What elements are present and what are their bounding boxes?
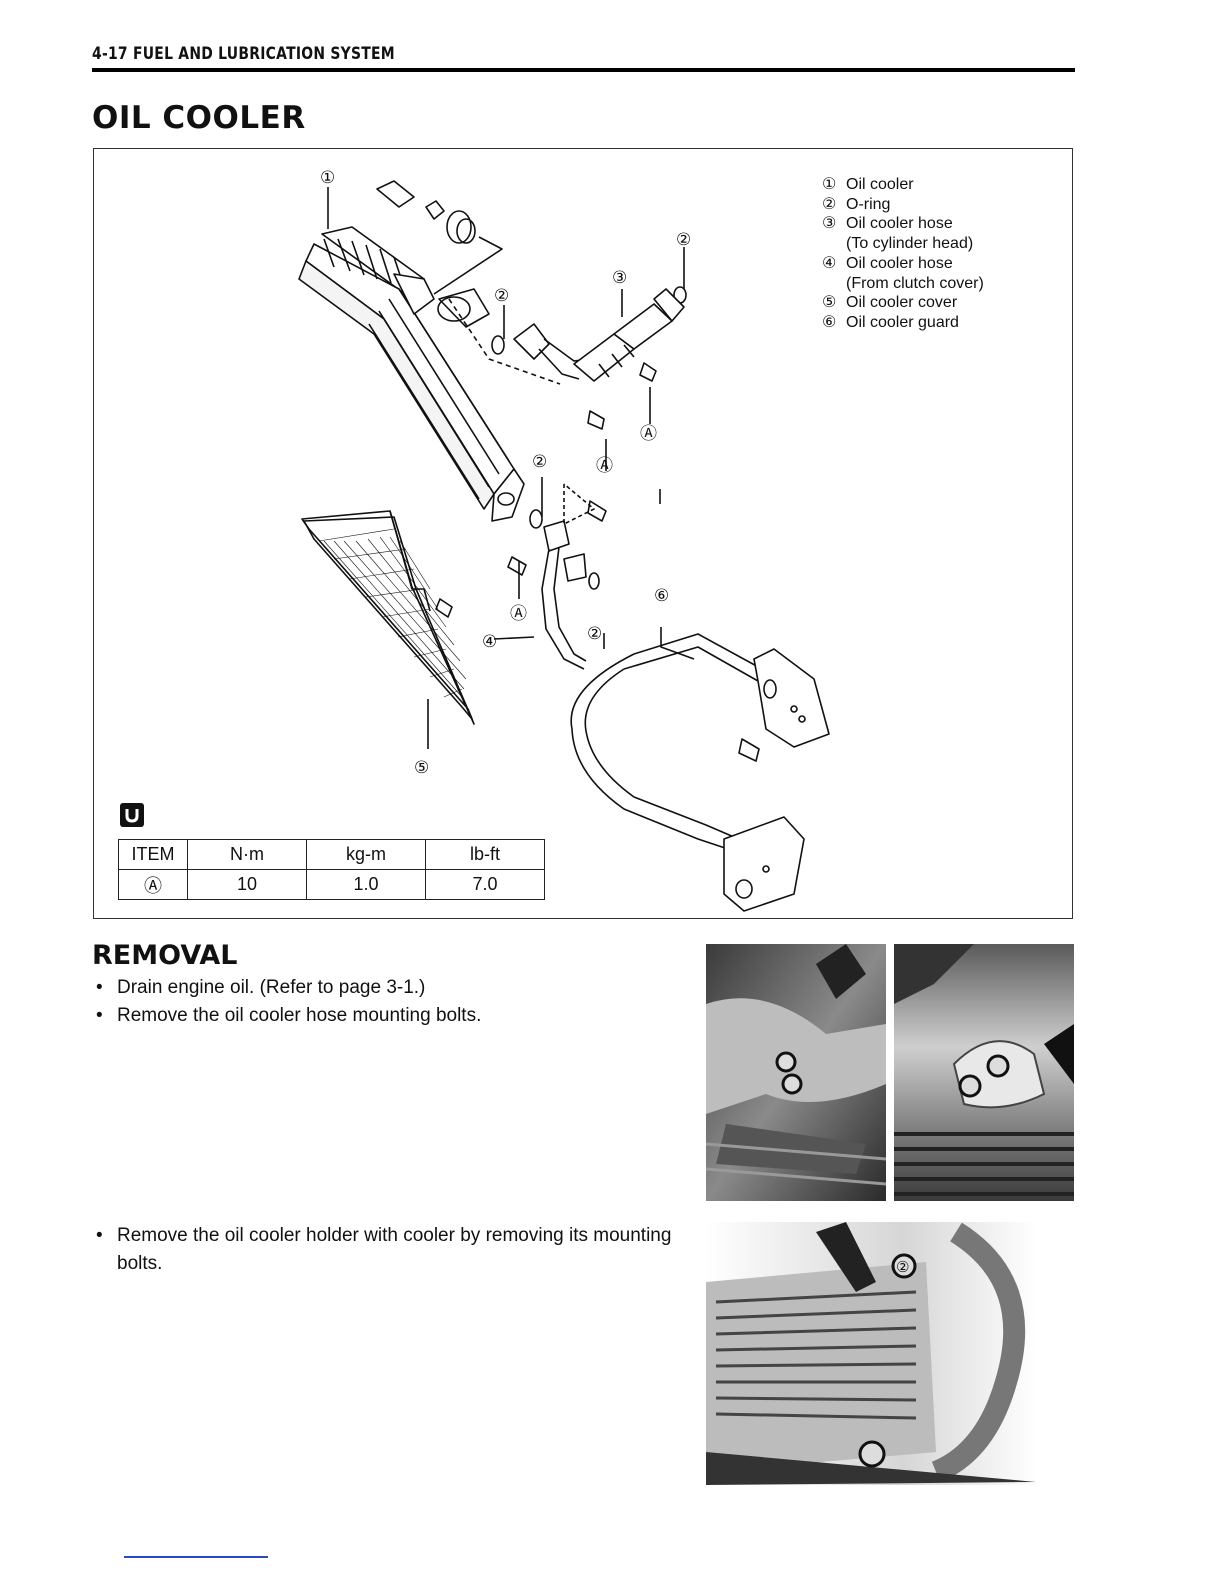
callout-6: ⑥ [654, 586, 669, 606]
hose-4-drawing [541, 520, 587, 670]
callout-A3: Ⓐ [510, 604, 527, 624]
table-cell: Ⓐ [118, 869, 188, 900]
oil-cooler-cover-drawing [301, 510, 475, 725]
column-header: lb-ft [425, 839, 545, 870]
torque-table: ITEM N·m kg-m lb-ft Ⓐ 10 1.0 7.0 [118, 839, 545, 900]
page-header: 4-17 FUEL AND LUBRICATION SYSTEM [92, 44, 1075, 72]
photo-cooler-holder: ② [706, 1222, 1036, 1485]
legend-item-note: (To cylinder head) [846, 235, 974, 253]
table-cell: 10 [187, 869, 307, 900]
column-header: ITEM [118, 839, 188, 870]
page-header-title: 4-17 FUEL AND LUBRICATION SYSTEM [92, 44, 395, 64]
photo-hose-bolts-right [894, 944, 1074, 1201]
callout-5: ⑤ [414, 758, 429, 778]
legend-item-note: (From clutch cover) [846, 274, 984, 292]
list-item: •Remove the oil cooler hose mounting bol… [96, 1005, 482, 1026]
footer-link-rule [124, 1556, 268, 1558]
callout-2a: ② [676, 230, 691, 250]
photo-hose-bolts-left [706, 944, 886, 1201]
callout-2b: ② [494, 286, 509, 306]
callout-4: ④ [482, 632, 497, 652]
callout-3: ③ [612, 268, 627, 288]
table-cell: 7.0 [425, 869, 545, 900]
section-title: OIL COOLER [92, 100, 306, 136]
callout-2c: ② [532, 452, 547, 472]
exploded-diagram: ① ② ② ③ ② ② ② ④ ⑤ ⑥ Ⓐ Ⓐ Ⓐ [298, 168, 830, 912]
callout-A1: Ⓐ [640, 424, 657, 444]
header-rule [92, 68, 1075, 72]
callout-2d: ② [587, 624, 602, 644]
oil-cooler-guard-drawing [570, 633, 830, 912]
removal-steps-2: •Remove the oil cooler holder with coole… [96, 1222, 686, 1278]
oil-cooler-drawing [298, 226, 525, 522]
column-header: N·m [187, 839, 307, 870]
list-item: •Remove the oil cooler holder with coole… [96, 1225, 672, 1274]
list-item: •Drain engine oil. (Refer to page 3-1.) [96, 977, 426, 998]
removal-title: REMOVAL [92, 940, 238, 971]
top-bolt-drawing [376, 180, 503, 295]
table-row: Ⓐ 10 1.0 7.0 [118, 869, 545, 900]
removal-steps-1: •Drain engine oil. (Refer to page 3-1.) … [96, 974, 686, 1030]
photo-marker-label: ② [896, 1258, 909, 1276]
table-cell: 1.0 [306, 869, 426, 900]
callout-1: ① [320, 168, 335, 188]
hose-3-drawing [513, 288, 685, 382]
table-header-row: ITEM N·m kg-m lb-ft [118, 839, 545, 870]
callout-A2: Ⓐ [596, 456, 613, 476]
column-header: kg-m [306, 839, 426, 870]
torque-wrench-icon [120, 803, 144, 827]
